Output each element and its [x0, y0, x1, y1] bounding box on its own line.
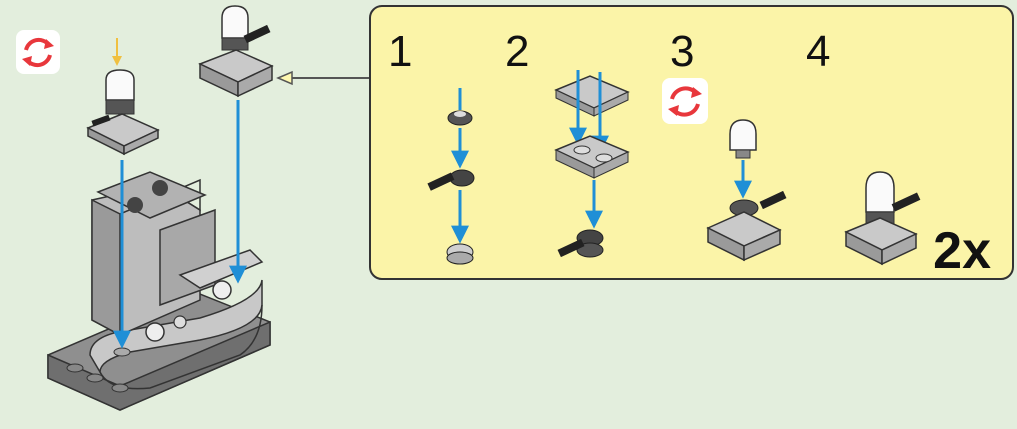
rotate-icon: [662, 78, 708, 124]
quantity-multiplier: 2x: [933, 222, 991, 280]
main-model: [47, 171, 271, 411]
step-1-parts: [427, 88, 475, 265]
lamp-assembly-left: [86, 38, 160, 156]
step-4-result: [844, 171, 921, 266]
step-number-1: 1: [388, 27, 413, 76]
lamp-assembly-top: [198, 5, 274, 98]
step-2-parts: [554, 70, 630, 258]
step-number-2: 2: [505, 27, 530, 76]
step-number-3: 3: [670, 27, 695, 76]
callout-panel: [369, 5, 1014, 280]
step-number-4: 4: [806, 27, 831, 76]
rotate-icon: [16, 30, 60, 74]
step-3-parts: [706, 119, 787, 262]
callout-pointer-arrow: [276, 70, 372, 86]
